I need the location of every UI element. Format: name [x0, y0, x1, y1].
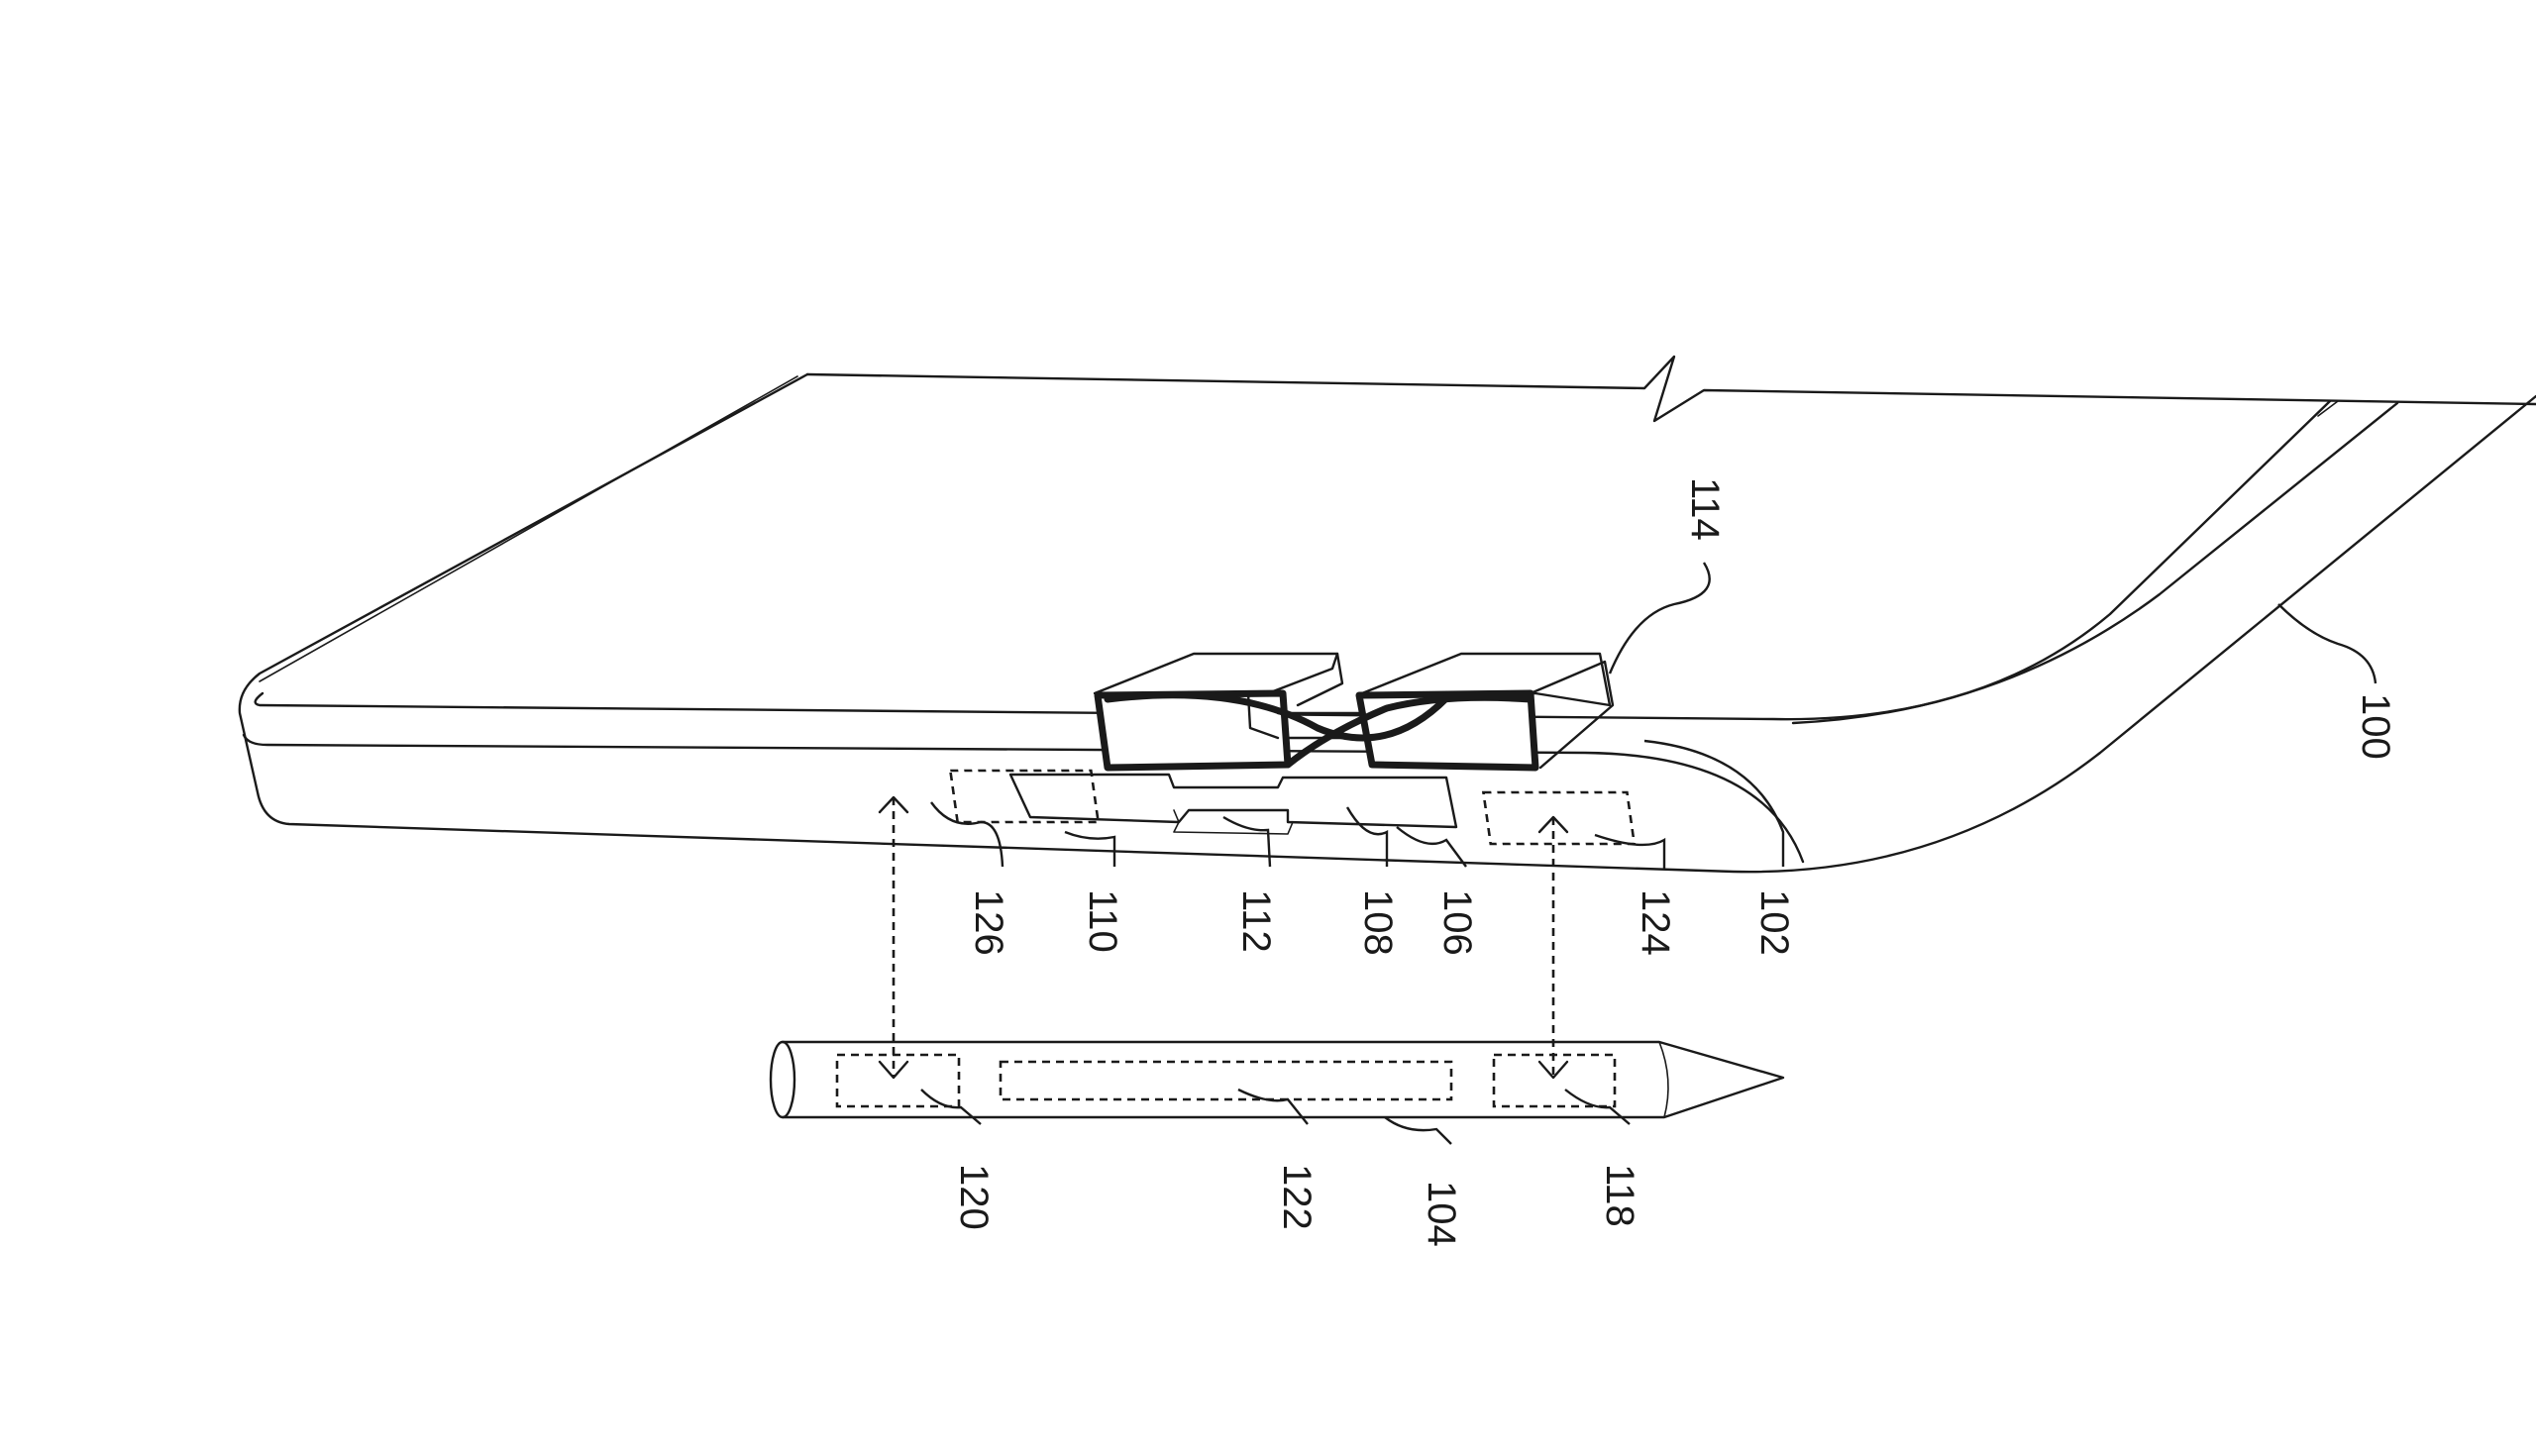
- label-110: 110: [1081, 889, 1124, 953]
- leader-lines: [920, 562, 2378, 1145]
- label-124: 124: [1634, 889, 1677, 956]
- label-114: 114: [1683, 477, 1727, 541]
- stylus-coil-tip: [1492, 1053, 1617, 1108]
- label-100: 100: [2354, 693, 2397, 760]
- label-106: 106: [1435, 889, 1479, 956]
- device-coil-left: [948, 769, 1101, 824]
- coupling-arrow-left: [878, 795, 909, 1080]
- connector-assembly: [1093, 652, 1615, 772]
- label-102: 102: [1752, 889, 1796, 956]
- label-120: 120: [952, 1164, 996, 1230]
- stylus-coil-end: [835, 1053, 961, 1108]
- label-108: 108: [1356, 889, 1400, 956]
- label-122: 122: [1275, 1164, 1319, 1230]
- stylus: [769, 1040, 1785, 1119]
- stylus-battery: [999, 1060, 1453, 1101]
- connector-recess: [1008, 773, 1458, 835]
- computing-device: [238, 355, 2536, 874]
- reference-labels: 114 100 126 110 112 108 106 124 102 120 …: [952, 477, 2397, 1247]
- label-112: 112: [1234, 889, 1278, 953]
- device-coil-right: [1481, 790, 1637, 846]
- label-104: 104: [1420, 1181, 1463, 1247]
- coupling-arrow-right: [1537, 815, 1569, 1080]
- label-118: 118: [1598, 1164, 1641, 1227]
- label-126: 126: [967, 889, 1010, 956]
